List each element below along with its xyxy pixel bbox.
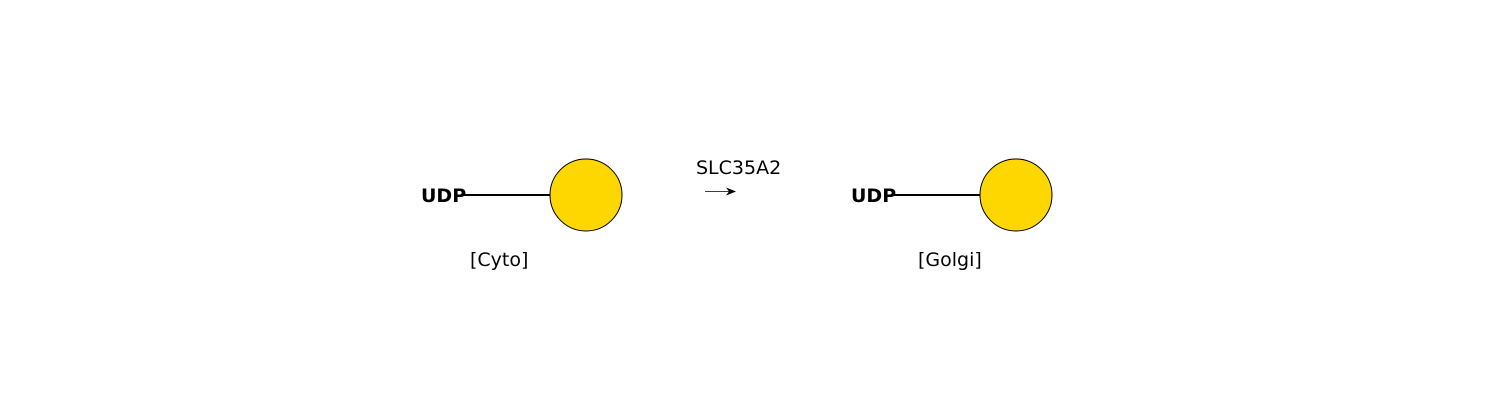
product-glycan: [892, 158, 1053, 232]
substrate-glycan: [462, 158, 623, 232]
product-compartment-label: [Golgi]: [918, 249, 982, 271]
substrate-udp-label: UDP: [421, 185, 467, 207]
substrate-compartment-label: [Cyto]: [470, 249, 529, 271]
enzyme-label: SLC35A2: [696, 157, 782, 179]
product-galactose-circle-icon: [979, 158, 1053, 232]
substrate-galactose-circle-icon: [549, 158, 623, 232]
product-udp-label: UDP: [851, 185, 897, 207]
